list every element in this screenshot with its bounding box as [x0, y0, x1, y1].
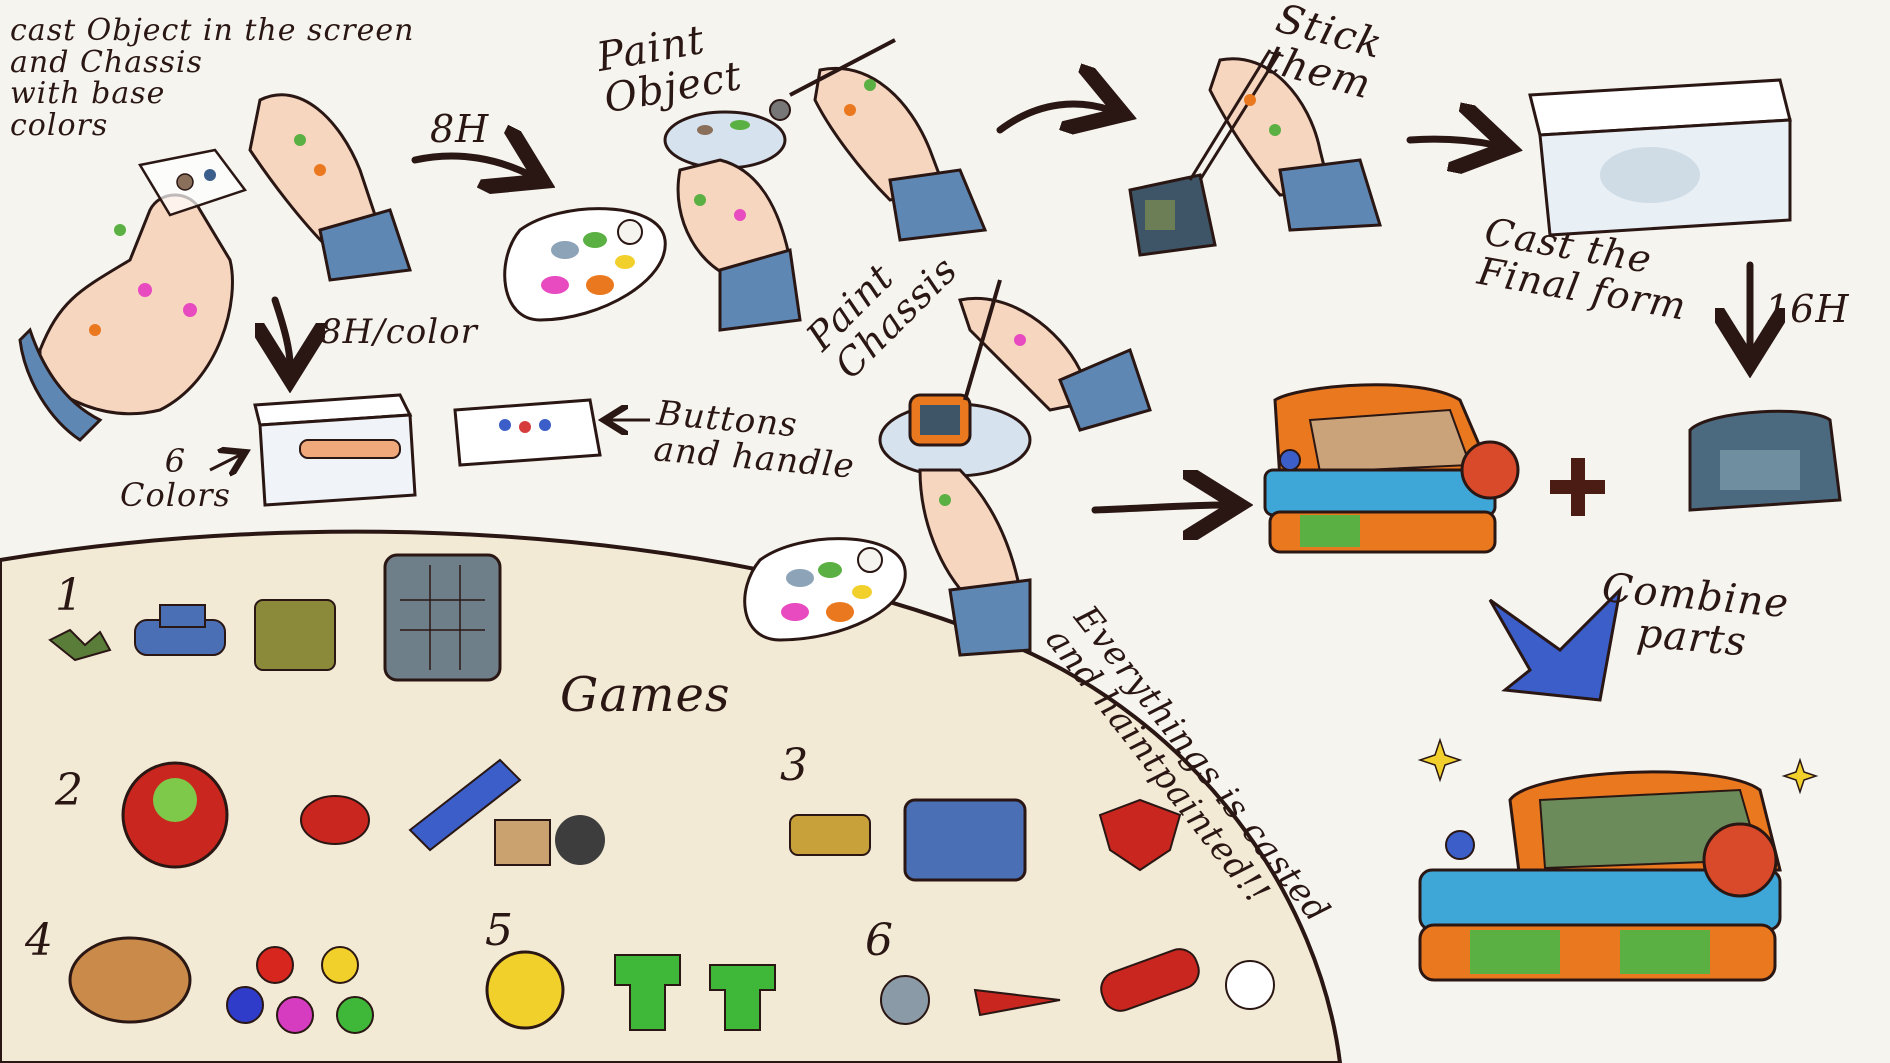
sparkle-icon	[1781, 757, 1819, 795]
plus-sign	[1550, 458, 1605, 516]
color-molds	[253, 393, 602, 507]
final-form-mold	[1528, 78, 1792, 237]
label-time-16h: 16H	[1765, 287, 1850, 331]
chassis-cabinet	[1263, 383, 1520, 554]
label-combine-parts: Combine parts	[1600, 564, 1791, 666]
paint-chassis-hands	[878, 279, 1152, 657]
game-number-6: 6	[865, 915, 893, 966]
arrow-8h-color	[275, 296, 290, 365]
game-1-items	[48, 553, 502, 682]
game-number-2: 2	[55, 765, 83, 816]
arrow-to-final-cast	[1406, 139, 1495, 145]
screen-insert	[1688, 409, 1842, 512]
palette-2	[743, 537, 907, 642]
arrow-six-colors	[209, 455, 240, 470]
final-cabinet	[1418, 770, 1782, 982]
games-title: Games	[560, 667, 731, 723]
arrow-8h	[411, 156, 530, 175]
paint-object-hands	[663, 38, 988, 332]
game-5-items	[485, 950, 776, 1031]
arrow-to-cabinet	[1091, 505, 1225, 510]
label-cast-object: cast Object in the screen and Chassis wi…	[10, 13, 415, 143]
game-number-4: 4	[25, 915, 53, 966]
game-2-items	[121, 758, 605, 869]
game-number-1: 1	[55, 570, 83, 621]
palette-1	[503, 207, 667, 322]
combine-blue-arrow	[1488, 585, 1623, 702]
game-4-items	[68, 936, 374, 1034]
label-six-colors: 6 Colors	[120, 442, 231, 514]
game-3-items	[789, 798, 1182, 882]
cast-object-hands	[18, 93, 413, 442]
arrow-to-stick	[996, 104, 1110, 130]
game-number-5: 5	[485, 905, 513, 956]
label-time-8h-color: 8H/color	[320, 312, 478, 352]
label-time-8h: 8H	[430, 107, 490, 151]
game-number-3: 3	[780, 740, 808, 791]
game-6-items	[880, 948, 1275, 1025]
sparkle-icon	[1417, 737, 1463, 783]
stick-them-hands	[1128, 49, 1382, 257]
